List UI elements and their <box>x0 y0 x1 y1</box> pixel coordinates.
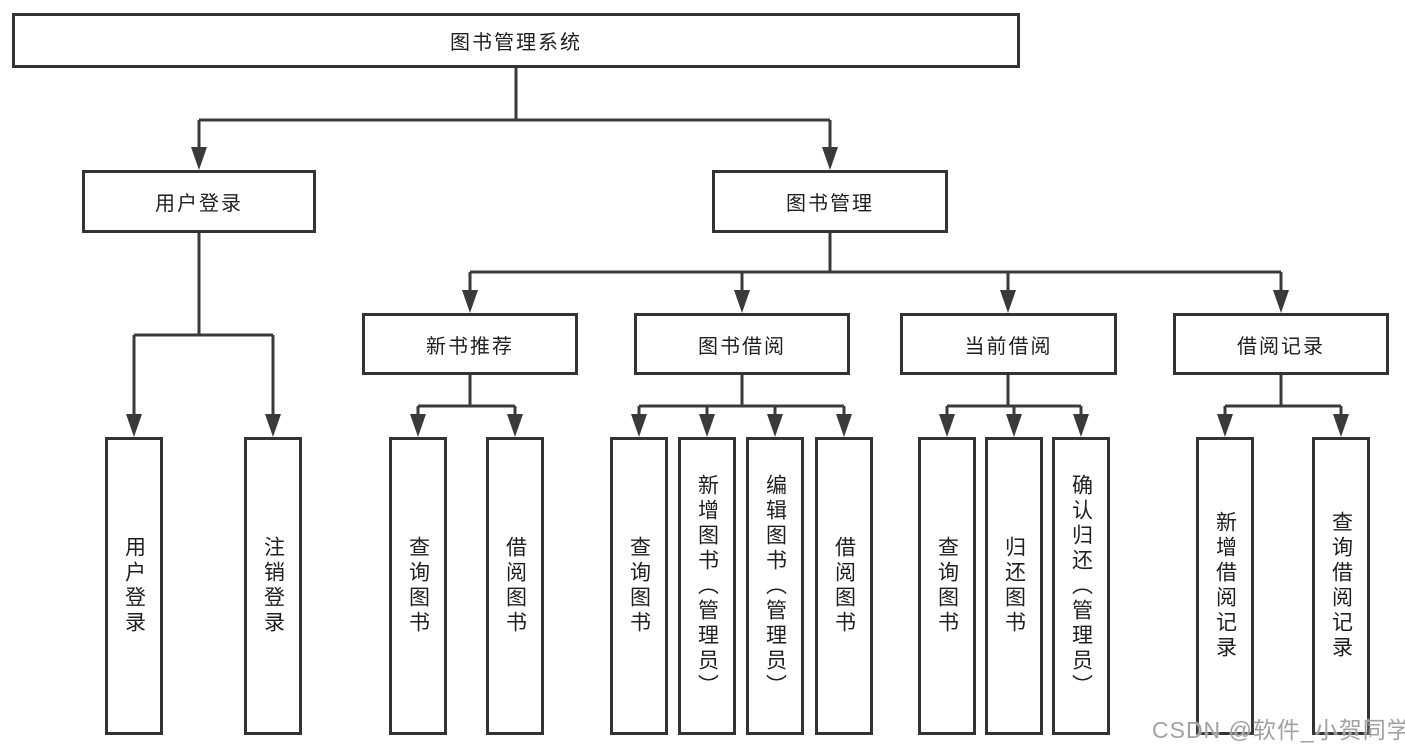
node-user-login: 用户登录 <box>82 170 316 233</box>
arrow-down-icon <box>507 414 523 437</box>
leaf-logout: 注销登录 <box>244 437 302 735</box>
leaf-label: 注销登录 <box>261 536 285 636</box>
csdn-watermark: CSDN @软件_小贺同学 <box>1152 717 1405 743</box>
leaf-label: 归还图书 <box>1002 536 1026 636</box>
leaf-query-book: 查询图书 <box>918 437 976 735</box>
node-label: 图书借阅 <box>698 335 786 358</box>
leaf-label: 借阅图书 <box>832 536 856 636</box>
connector-current-borrow <box>945 375 1083 417</box>
node-current-borrow: 当前借阅 <box>900 313 1117 375</box>
arrow-down-icon <box>836 414 852 437</box>
arrow-down-icon <box>822 147 838 170</box>
leaf-add-book-admin: 新增图书（管理员） <box>678 437 736 735</box>
leaf-borrow-book: 借阅图书 <box>815 437 873 735</box>
arrow-down-icon <box>1073 414 1089 437</box>
node-new-book-recommend: 新书推荐 <box>362 313 578 375</box>
leaf-edit-book-admin: 编辑图书（管理员） <box>746 437 804 735</box>
leaf-label: 查询图书 <box>627 536 651 636</box>
node-label: 图书管理系统 <box>450 32 582 54</box>
node-book-mgmt: 图书管理 <box>712 170 948 233</box>
arrow-down-icon <box>1000 290 1016 313</box>
leaf-label: 借阅图书 <box>503 536 527 636</box>
arrow-down-icon <box>1006 414 1022 437</box>
connector-new-book <box>416 375 517 417</box>
leaf-label: 查询借阅记录 <box>1329 511 1353 661</box>
leaf-query-book: 查询图书 <box>610 437 668 735</box>
arrow-down-icon <box>1273 290 1289 313</box>
leaf-borrow-book: 借阅图书 <box>486 437 544 735</box>
arrow-down-icon <box>265 414 281 437</box>
leaf-label: 查询图书 <box>406 536 430 636</box>
leaf-label: 新增图书（管理员） <box>695 473 719 699</box>
leaf-label: 用户登录 <box>122 536 146 636</box>
node-borrow-record: 借阅记录 <box>1173 313 1389 375</box>
leaf-return-book: 归还图书 <box>985 437 1043 735</box>
arrow-down-icon <box>126 414 142 437</box>
node-label: 图书管理 <box>786 193 874 215</box>
connector-book-borrow <box>637 375 846 417</box>
connector-root <box>197 68 832 150</box>
arrow-down-icon <box>1333 414 1349 437</box>
arrow-down-icon <box>631 414 647 437</box>
leaf-label: 新增借阅记录 <box>1213 511 1237 661</box>
arrow-down-icon <box>767 414 783 437</box>
arrow-down-icon <box>410 414 426 437</box>
arrow-down-icon <box>699 414 715 437</box>
node-label: 当前借阅 <box>964 335 1053 358</box>
connector-book-mgmt <box>468 233 1283 293</box>
leaf-label: 查询图书 <box>935 536 959 636</box>
leaf-label: 编辑图书（管理员） <box>763 473 787 699</box>
leaf-user-login: 用户登录 <box>105 437 163 735</box>
connector-borrow-record <box>1223 375 1343 417</box>
leaf-query-borrow-record: 查询借阅记录 <box>1312 437 1370 735</box>
arrow-down-icon <box>939 414 955 437</box>
arrow-down-icon <box>734 290 750 313</box>
node-root: 图书管理系统 <box>12 13 1020 68</box>
arrow-down-icon <box>1217 414 1233 437</box>
leaf-add-borrow-record: 新增借阅记录 <box>1196 437 1254 735</box>
node-book-borrow: 图书借阅 <box>634 313 850 375</box>
node-label: 借阅记录 <box>1237 335 1325 358</box>
leaf-label: 确认归还（管理员） <box>1069 473 1093 699</box>
node-label: 用户登录 <box>155 193 243 215</box>
node-label: 新书推荐 <box>426 335 514 358</box>
arrow-down-icon <box>191 147 207 170</box>
leaf-confirm-return-admin: 确认归还（管理员） <box>1052 437 1110 735</box>
leaf-query-book: 查询图书 <box>389 437 447 735</box>
arrow-down-icon <box>462 290 478 313</box>
connector-user-login <box>132 233 275 417</box>
